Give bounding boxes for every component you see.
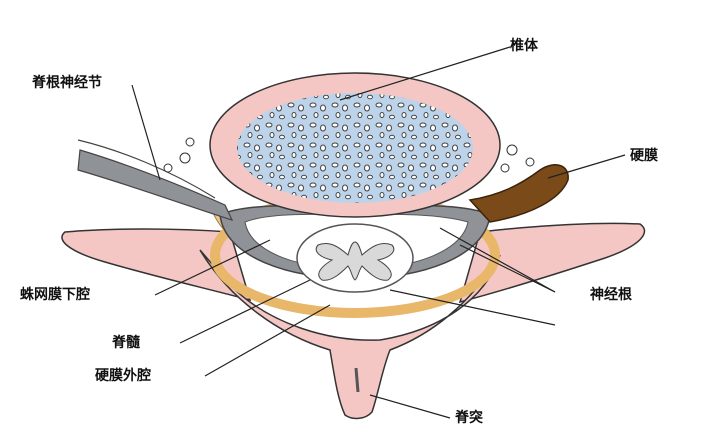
right-transverse-process: [458, 222, 646, 304]
vessel-3: [185, 137, 195, 147]
label-dura-mater: 硬膜: [630, 148, 658, 164]
label-spinal-cord: 脊髓: [112, 335, 140, 351]
gray-matter: [315, 241, 395, 281]
label-subarachnoid-space: 蛛网膜下腔: [20, 287, 90, 303]
vessel-5: [525, 157, 535, 167]
label-vertebral-body: 椎体: [510, 38, 538, 54]
label-dorsal-root-ganglion: 脊根神经节: [32, 75, 102, 91]
vessel-6: [500, 163, 510, 173]
leader-lines: [131, 46, 626, 419]
left-transverse-process: [61, 228, 252, 302]
left-nerve-bundle: [77, 139, 216, 199]
left-nerve-root: [77, 149, 234, 221]
label-spinous-process: 脊突: [455, 410, 483, 426]
cancellous-bone: [237, 93, 473, 203]
vertebral-arch: [199, 249, 501, 420]
spinous-process-mark: [354, 367, 360, 393]
vessel-1: [179, 152, 191, 164]
label-epidural-space: 硬膜外腔: [95, 368, 151, 384]
vessel-2: [163, 163, 173, 173]
label-nerve-root: 神经根: [590, 287, 632, 303]
vessel-4: [506, 144, 518, 156]
dura-sleeve: [468, 164, 569, 223]
